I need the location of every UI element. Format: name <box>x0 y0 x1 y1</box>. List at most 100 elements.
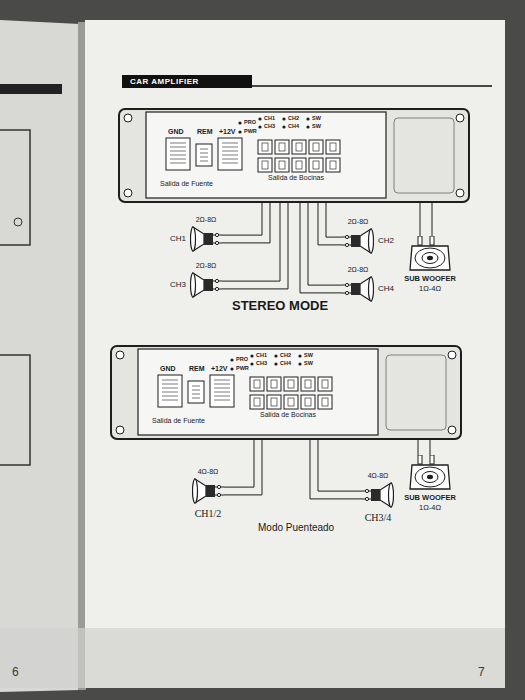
speaker-wire <box>222 203 288 289</box>
terminal-label: +12V <box>219 128 236 136</box>
terminal-rib <box>170 163 186 164</box>
left-amp-fragment <box>0 130 30 245</box>
speaker-wire <box>224 440 262 495</box>
terminal-label: PRO <box>244 119 256 126</box>
speaker-body <box>342 277 374 301</box>
speaker-wire <box>318 203 342 245</box>
speaker-wire <box>222 203 280 281</box>
speaker: 2Ω-8ΩCH2 <box>342 228 374 254</box>
speaker-wire <box>308 203 342 285</box>
page-number: 7 <box>478 666 485 679</box>
speaker-terminal <box>301 395 315 409</box>
speaker-lug <box>345 291 348 294</box>
speaker-lug <box>215 233 218 236</box>
sub-basket <box>410 246 450 270</box>
led-indicator <box>230 367 233 370</box>
impedance-label: 4Ω-8Ω <box>198 468 219 476</box>
page-shade <box>0 628 505 688</box>
terminal-rib <box>192 394 200 395</box>
led-indicator <box>258 117 261 120</box>
terminal-screw <box>330 143 336 151</box>
sub-dust-cap <box>427 475 433 479</box>
speaker-body <box>342 229 374 253</box>
speaker-name: SUB WOOFER <box>404 274 456 283</box>
subwoofer: SUB WOOFER1Ω-4Ω <box>408 236 452 272</box>
led-indicator <box>282 117 285 120</box>
terminal-label: PWR <box>236 365 249 372</box>
housing-outline <box>111 346 461 439</box>
speaker-terminal <box>284 395 298 409</box>
speaker-wire <box>432 203 433 236</box>
mounting-screw <box>448 351 456 359</box>
terminal-rib <box>162 380 178 381</box>
terminal-screw <box>313 143 319 151</box>
terminal-label: CH3 <box>264 123 275 130</box>
speaker-wire <box>300 203 342 293</box>
speaker-body <box>191 227 223 251</box>
housing-outline <box>119 109 469 202</box>
mounting-screw <box>124 189 132 197</box>
speaker-symbol <box>192 478 224 504</box>
terminal-rib <box>222 163 238 164</box>
terminal-rib <box>162 396 178 397</box>
terminal-screw <box>262 161 268 169</box>
terminal-label: PRO <box>236 356 248 363</box>
terminal-screw <box>262 143 268 151</box>
speaker-terminal <box>301 377 315 391</box>
speaker-magnet <box>371 489 380 501</box>
terminal-label: GND <box>168 128 184 136</box>
mounting-screw <box>456 114 464 122</box>
impedance-label: 2Ω-8Ω <box>196 262 217 270</box>
led-indicator <box>238 130 241 133</box>
speaker-wire <box>418 440 419 455</box>
sub-post <box>430 236 434 245</box>
terminal-rib <box>214 396 230 397</box>
speaker-lug <box>215 287 218 290</box>
terminal-rib <box>200 157 208 158</box>
terminal-screw <box>279 161 285 169</box>
terminal-screw <box>296 143 302 151</box>
speaker-magnet <box>204 279 213 291</box>
speaker-body <box>191 273 223 297</box>
terminal-rib <box>222 155 238 156</box>
right-page <box>85 20 505 688</box>
speaker-terminal <box>250 395 264 409</box>
terminal-rib <box>192 386 200 387</box>
heatsink-ridge <box>386 355 446 430</box>
terminal-label: REM <box>197 128 213 136</box>
terminal-rib <box>162 400 178 401</box>
terminal-screw <box>279 143 285 151</box>
impedance-label: 1Ω-4Ω <box>419 284 441 293</box>
speaker-magnet <box>204 233 213 245</box>
page-number: 6 <box>12 666 19 679</box>
subwoofer: SUB WOOFER1Ω-4Ω <box>408 455 452 491</box>
terminal-rib <box>170 143 186 144</box>
terminal-panel <box>146 112 386 198</box>
power-terminal <box>158 375 182 407</box>
led-indicator <box>238 121 241 124</box>
terminal-screw <box>288 398 294 406</box>
speaker-terminal <box>292 140 306 154</box>
speaker-rim <box>191 273 196 297</box>
speaker-wire <box>310 440 362 499</box>
terminal-rib <box>222 159 238 160</box>
left-header-bar <box>0 84 62 94</box>
terminal-label: PWR <box>244 128 257 135</box>
terminal-screw <box>305 398 311 406</box>
mode-caption: STEREO MODE <box>232 299 328 313</box>
speaker-lug <box>365 489 368 492</box>
sub-cone <box>415 467 445 487</box>
terminal-rib <box>192 398 200 399</box>
mounting-screw <box>448 426 456 434</box>
led-indicator <box>274 362 277 365</box>
terminal-rib <box>200 153 208 154</box>
sub-cone-inner <box>422 472 438 483</box>
power-terminal <box>166 138 190 170</box>
speaker: 4Ω-8ΩCH3/4 <box>362 482 394 508</box>
sub-cone <box>415 248 445 268</box>
speaker-wire <box>318 440 362 491</box>
sub-post <box>430 455 434 464</box>
speaker: 2Ω-8ΩCH4 <box>342 276 374 302</box>
speaker-terminal <box>275 158 289 172</box>
